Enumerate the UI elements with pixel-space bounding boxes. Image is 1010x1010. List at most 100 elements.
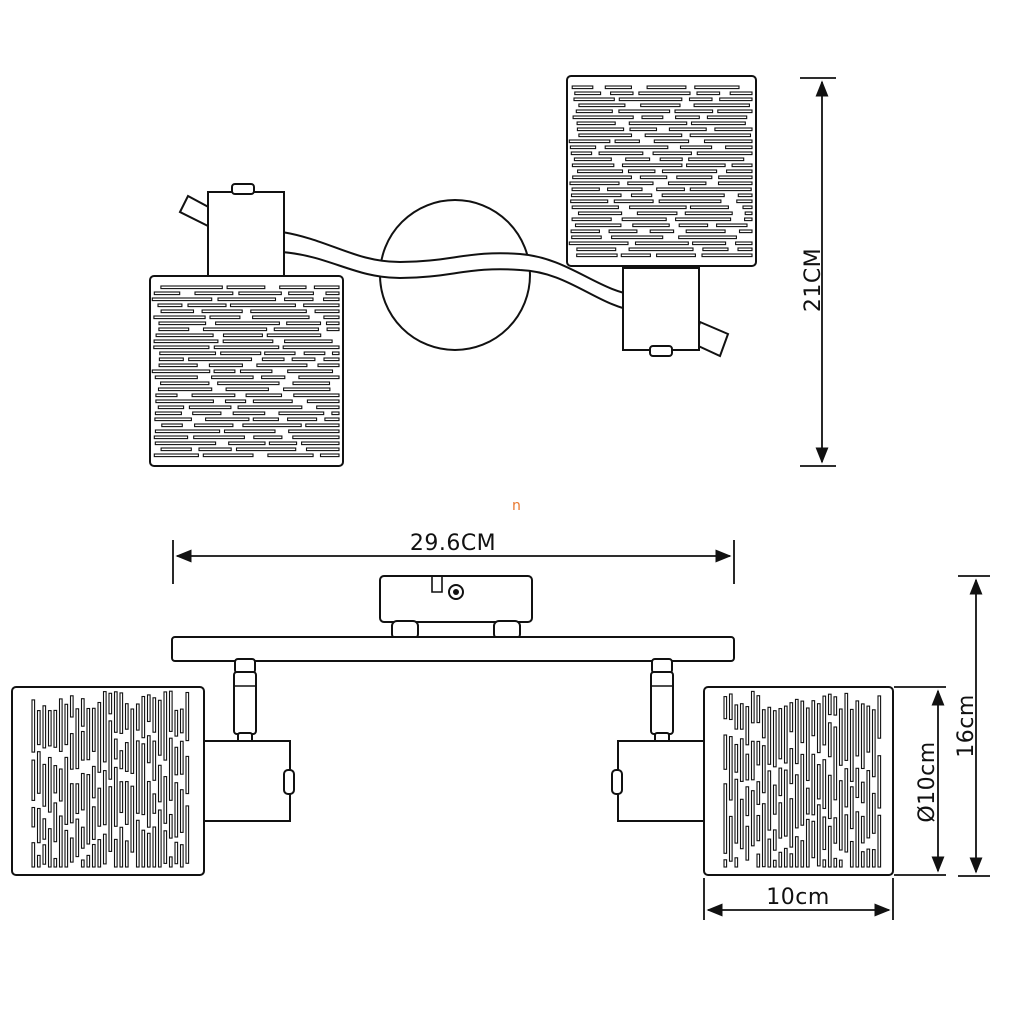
pattern-stroke [833,726,838,801]
right-shade-pattern [568,85,753,258]
pattern-stroke [42,818,47,840]
pattern-stroke [250,309,307,314]
pattern-stroke [168,856,173,868]
pattern-stroke [632,223,670,228]
pattern-stroke [860,703,865,770]
pattern-stroke [638,91,691,96]
pattern-stroke [188,357,253,362]
pattern-stroke [877,814,882,868]
pattern-stroke [742,205,753,210]
pattern-stroke [576,253,618,258]
pattern-stroke [324,417,340,422]
right-screw [649,345,673,357]
pattern-stroke [42,705,47,749]
pattern-stroke [154,417,192,422]
pattern-stroke [639,175,668,180]
pattern-stroke [800,840,805,868]
pattern-stroke [153,435,189,440]
pattern-stroke [215,321,280,326]
pattern-stroke [303,351,326,356]
pattern-stroke [570,193,622,198]
left-screw [231,183,255,195]
pattern-stroke [855,700,860,757]
pattern-stroke [124,742,129,772]
pattern-stroke [235,447,297,452]
pattern-stroke [756,814,761,842]
pattern-stroke [849,840,854,868]
pattern-stroke [135,819,140,868]
pattern-stroke [157,405,185,410]
pattern-stroke [675,115,700,120]
pattern-stroke [640,103,681,108]
pattern-stroke [816,703,821,754]
pattern-stroke [604,85,632,90]
pattern-stroke [734,778,739,844]
pattern-stroke [113,838,118,868]
pattern-stroke [323,315,340,320]
pattern-stroke [163,830,168,864]
pattern-stroke [305,447,340,452]
pattern-stroke [610,91,634,96]
pattern-stroke [154,441,217,446]
pattern-stroke [726,169,753,174]
pattern-stroke [287,417,318,422]
pattern-stroke [625,157,651,162]
pattern-stroke [245,393,283,398]
pattern-stroke [188,405,232,410]
pattern-stroke [146,832,151,868]
pattern-stroke [86,854,91,868]
pattern-stroke [97,787,102,827]
pattern-stroke [571,235,602,240]
pattern-stroke [316,405,340,410]
pattern-stroke [614,139,640,144]
pattern-stroke [571,205,619,210]
pattern-stroke [163,691,168,761]
pattern-stroke [838,708,843,766]
pattern-stroke [152,826,157,868]
pattern-stroke [242,423,302,428]
pattern-stroke [223,429,276,434]
pattern-stroke [761,803,766,868]
pattern-stroke [693,103,750,108]
pattern-stroke [208,363,243,368]
pattern-stroke [811,700,816,737]
pattern-stroke [124,840,129,868]
pattern-stroke [833,857,838,868]
pattern-stroke [155,333,214,338]
pattern-stroke [675,217,732,222]
pattern-stroke [179,708,184,734]
pattern-stroke [696,151,753,156]
pattern-stroke [325,291,340,296]
right-stem [650,671,674,735]
pattern-stroke [174,746,179,776]
pattern-stroke [822,759,827,810]
left-stem [233,671,257,735]
pattern-stroke [767,770,772,831]
left-holder-front [201,740,291,822]
pattern-stroke [198,447,232,452]
pattern-stroke [36,751,41,794]
pattern-stroke [738,229,753,234]
pattern-stroke [273,327,319,332]
pattern-stroke [676,175,713,180]
pattern-stroke [157,303,183,308]
right-holder [622,267,700,351]
pattern-stroke [783,769,788,837]
pattern-stroke [146,735,151,764]
pattern-stroke [871,849,876,868]
pattern-stroke [737,247,753,252]
pattern-stroke [213,369,236,374]
pattern-stroke [161,423,183,428]
pattern-stroke [153,339,219,344]
pattern-stroke [80,772,85,811]
pattern-stroke [772,829,777,851]
pattern-stroke [725,145,753,150]
pattern-stroke [229,303,296,308]
pattern-stroke [570,151,593,156]
pattern-stroke [860,781,865,804]
pattern-stroke [286,321,322,326]
pattern-stroke [789,748,794,785]
pattern-stroke [613,199,654,204]
watermark-text: n [512,498,521,514]
pattern-stroke [849,708,854,782]
